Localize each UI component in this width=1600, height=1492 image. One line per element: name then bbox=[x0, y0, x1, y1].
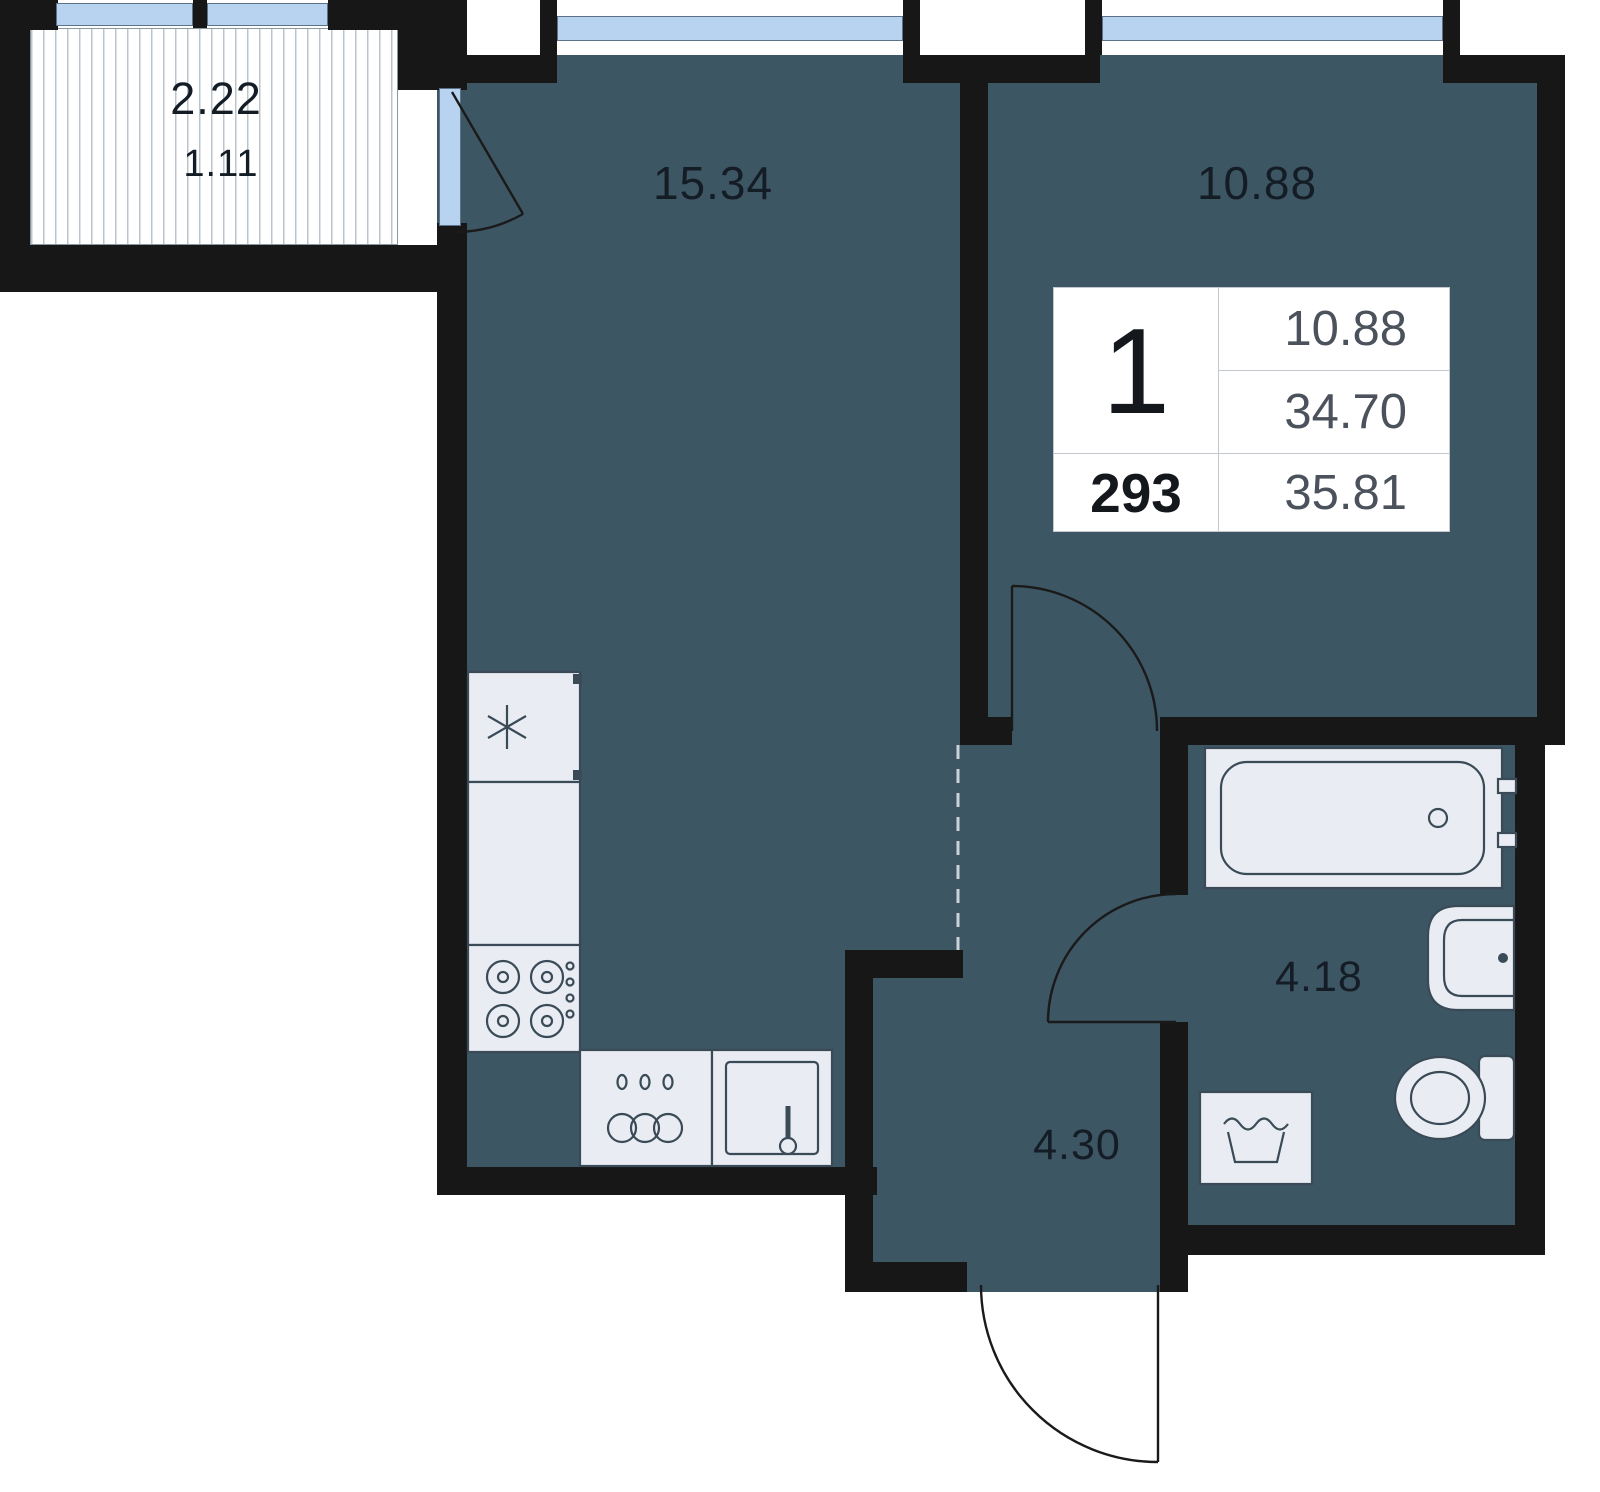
bathtub bbox=[1203, 746, 1518, 890]
toilet bbox=[1393, 1054, 1516, 1142]
wall-balcony-left bbox=[0, 28, 30, 245]
rings-icon bbox=[606, 1112, 638, 1144]
unit-rooms-count: 1 bbox=[1102, 302, 1170, 439]
wall-bathroom-right bbox=[1515, 745, 1545, 1255]
drop-icon bbox=[616, 1073, 628, 1091]
stove-knobs bbox=[565, 961, 575, 1019]
wall-bedroom-window-cap-right bbox=[1443, 0, 1460, 55]
wall-kitchen-top-left bbox=[455, 55, 557, 83]
label-balcony-area-coeff: 1.11 bbox=[183, 143, 259, 185]
snowflake-icon bbox=[487, 705, 527, 749]
burner-icon bbox=[485, 959, 521, 995]
label-bedroom-area: 10.88 bbox=[1196, 157, 1318, 209]
drop-icon bbox=[662, 1073, 674, 1091]
burner-icon bbox=[529, 1003, 565, 1039]
basin-faucet-icon bbox=[1498, 953, 1508, 963]
fridge bbox=[466, 670, 582, 784]
entry-door-swing bbox=[979, 1284, 1160, 1464]
balcony-door-swing bbox=[450, 91, 525, 234]
label-hallway-area: 4.30 bbox=[1033, 1121, 1121, 1169]
dishwasher-counter bbox=[578, 1048, 714, 1168]
bedroom-door-swing bbox=[1010, 584, 1159, 732]
wall-bathroom-left-upper bbox=[1160, 745, 1188, 895]
drain-icon bbox=[1427, 807, 1449, 829]
faucet-tap bbox=[1496, 831, 1518, 849]
balcony-door-glass bbox=[439, 88, 461, 226]
faucet-tap bbox=[1496, 777, 1518, 795]
wall-bedroom-bottom bbox=[1160, 717, 1565, 745]
wall-kitchen-bedroom-divider bbox=[960, 55, 988, 745]
laundry-wave-icon bbox=[1223, 1117, 1289, 1131]
wall-hallway-left bbox=[845, 950, 873, 1292]
label-living-kitchen-area: 15.34 bbox=[652, 157, 774, 209]
wall-right bbox=[1537, 55, 1565, 745]
balcony-window-right bbox=[207, 3, 328, 26]
kitchen-sink bbox=[710, 1048, 834, 1168]
label-bathroom-area: 4.18 bbox=[1275, 953, 1363, 1001]
wall-main-left bbox=[437, 223, 467, 1195]
unit-total-area: 35.81 bbox=[1218, 453, 1449, 531]
wall-bathroom-bottom bbox=[1160, 1225, 1545, 1255]
rings-icon bbox=[652, 1112, 684, 1144]
unit-number: 293 bbox=[1054, 453, 1218, 531]
drop-icon bbox=[639, 1073, 651, 1091]
wall-bedroom-top-left bbox=[985, 55, 1100, 83]
kitchen-window bbox=[557, 16, 903, 41]
unit-living-area: 34.70 bbox=[1218, 370, 1449, 453]
wall-balcony-bottom bbox=[0, 245, 437, 292]
rings-icon bbox=[629, 1112, 661, 1144]
floor-hallway bbox=[845, 950, 1188, 1292]
wall-entry-left bbox=[845, 1262, 967, 1292]
wall-balcony-top-right bbox=[328, 0, 400, 30]
wall-balcony-window-divider bbox=[193, 0, 207, 28]
wall-bedroom-door-stub bbox=[960, 717, 1012, 745]
bathroom-door-swing bbox=[1046, 892, 1177, 1024]
balcony-area bbox=[30, 28, 398, 245]
wall-kitchen-window-cap-right bbox=[903, 0, 920, 55]
burner-icon bbox=[485, 1003, 521, 1039]
wash-basin bbox=[1426, 904, 1516, 1012]
wall-bedroom-window-cap-left bbox=[1085, 0, 1102, 55]
wall-balcony-top-left bbox=[0, 0, 58, 30]
wall-kitchen-bottom bbox=[437, 1167, 877, 1195]
kitchen-counter bbox=[466, 780, 582, 947]
stove bbox=[466, 943, 582, 1054]
washing-machine bbox=[1198, 1090, 1314, 1186]
wall-kitchen-window-cap-left bbox=[540, 0, 557, 55]
unit-room-area: 10.88 bbox=[1218, 288, 1449, 370]
unit-info-card: 1 10.88 34.70 293 35.81 bbox=[1053, 287, 1450, 532]
balcony-window-left bbox=[56, 3, 193, 26]
label-balcony-area: 2.22 bbox=[170, 73, 262, 124]
burner-icon bbox=[529, 959, 565, 995]
bedroom-window bbox=[1102, 16, 1443, 41]
